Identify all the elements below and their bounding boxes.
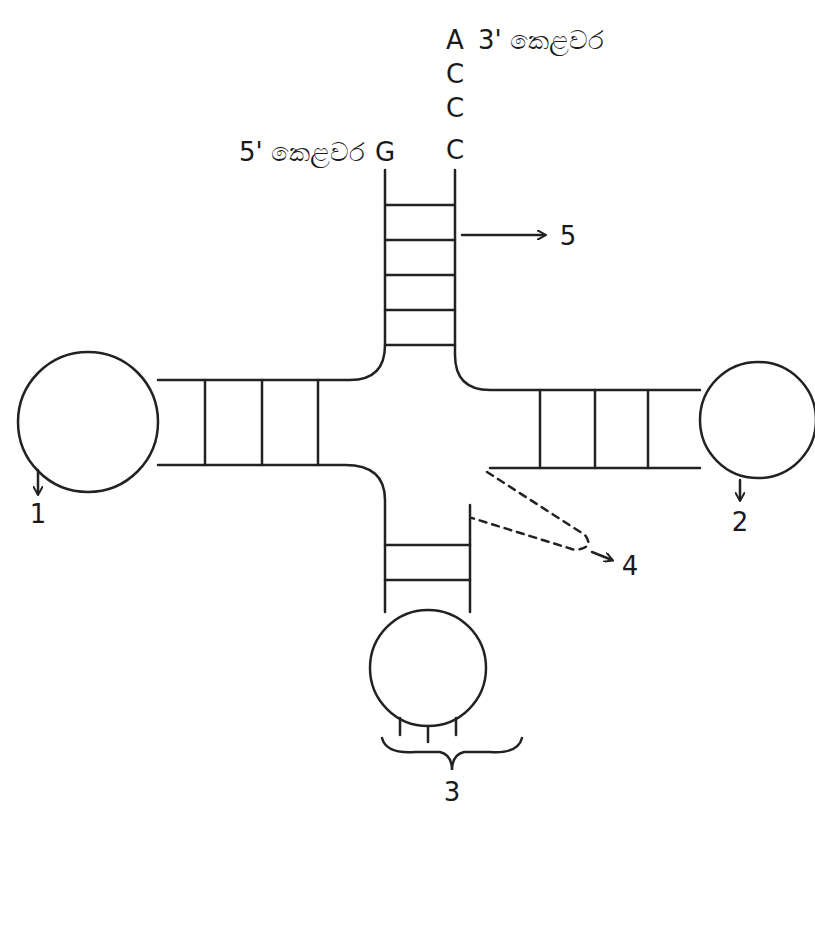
base-letter: A [446,26,464,55]
base-letter: G [375,138,395,167]
base-letter: C [446,60,464,89]
callout-number: 3 [444,778,461,807]
base-letter: C [446,136,464,165]
callout-number: 2 [732,508,749,537]
callout-number: 1 [30,500,47,529]
end-label: 3' කෙළවර [478,26,604,55]
end-label: 5' කෙළවර [239,138,365,167]
base-letter: C [446,94,464,123]
callout-number: 5 [560,222,577,251]
callout-number: 4 [622,552,639,581]
